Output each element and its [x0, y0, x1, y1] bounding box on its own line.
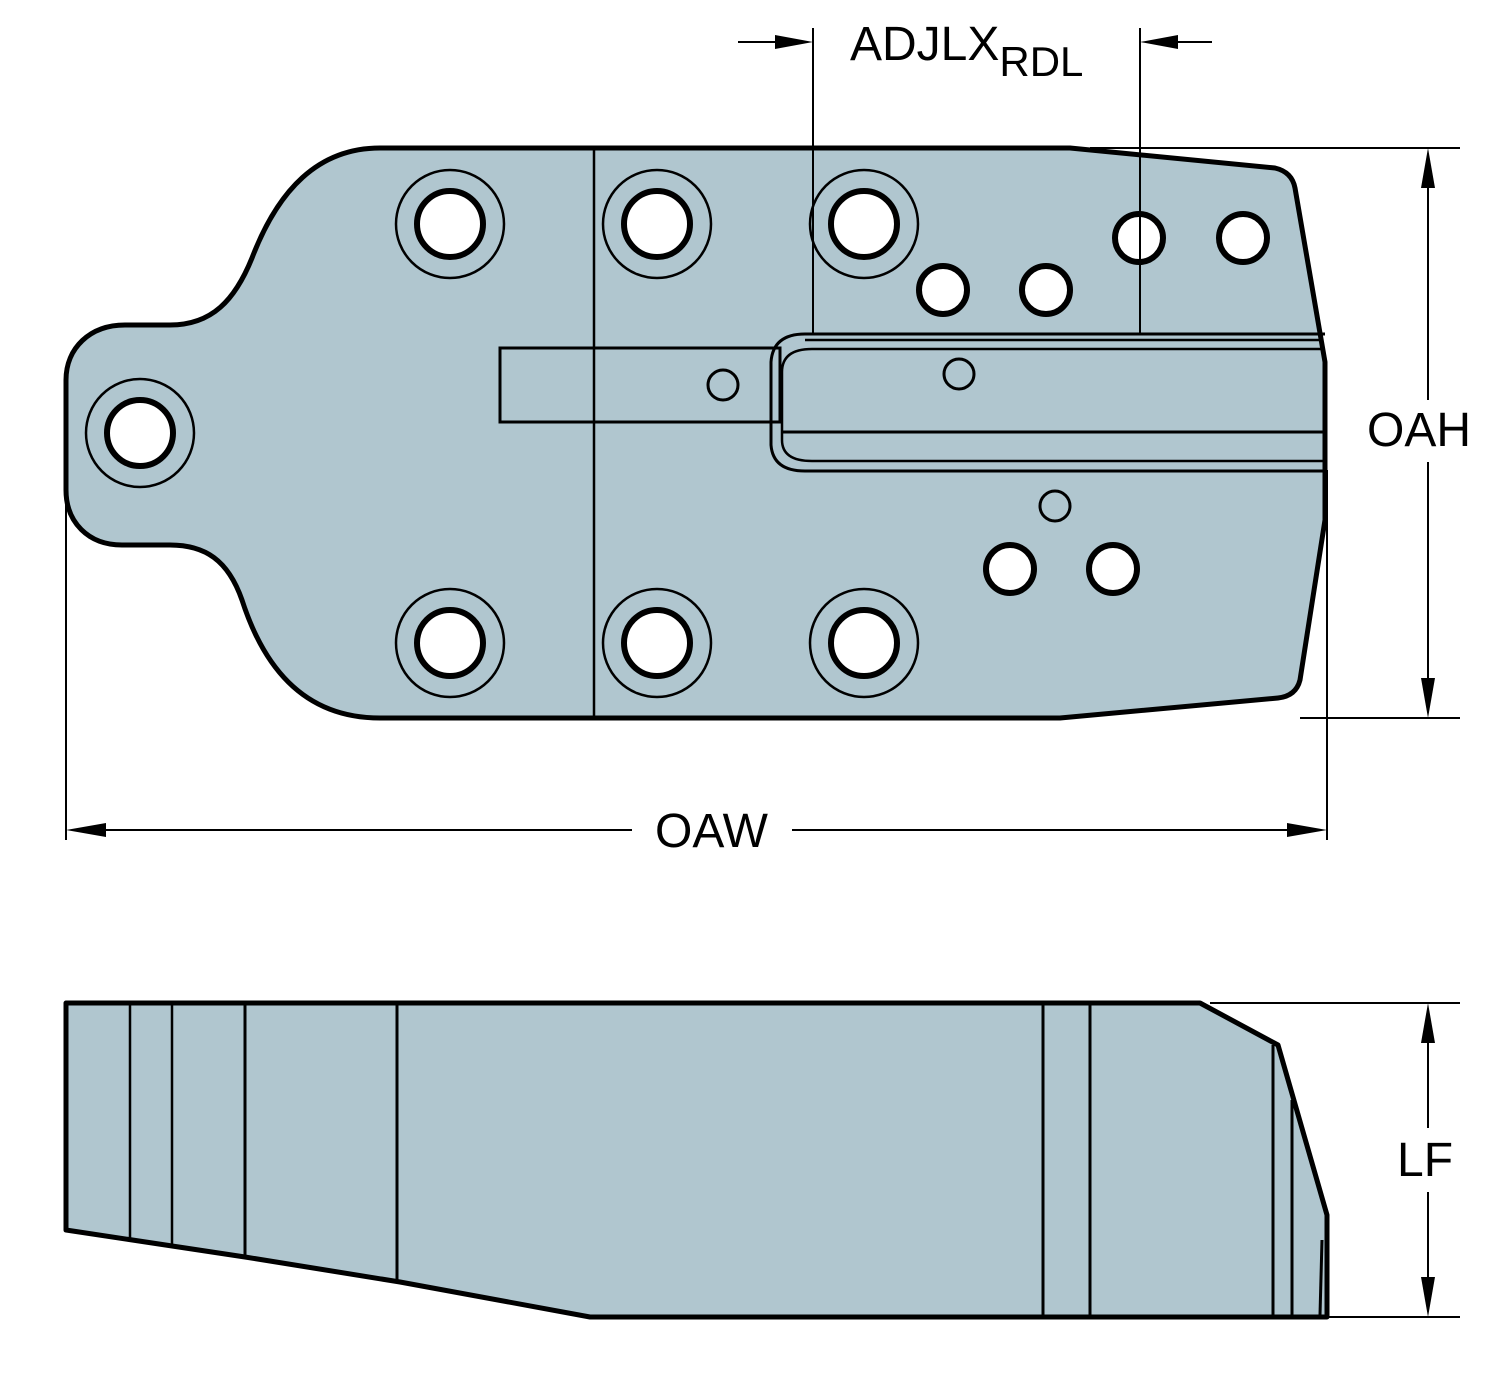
lf-dimension: LF — [1210, 1002, 1460, 1318]
rail-inner — [780, 347, 1325, 463]
rail-outer — [769, 332, 1325, 473]
pin-holes — [706, 357, 1072, 523]
lf-label: LF — [1397, 1134, 1453, 1187]
small-holes — [916, 211, 1270, 596]
side-view-outline — [63, 1000, 1330, 1320]
counterbored-holes — [84, 168, 920, 699]
side-view — [63, 1000, 1330, 1320]
oah-label: OAH — [1367, 404, 1471, 457]
adjlx-dimension: ADJLXRDL — [738, 18, 1212, 334]
oaw-label: OAW — [655, 805, 769, 858]
top-view — [63, 145, 1328, 721]
adjlx-label: ADJLXRDL — [850, 18, 1083, 85]
oaw-dimension: OAW — [65, 470, 1328, 858]
slot — [498, 346, 782, 424]
